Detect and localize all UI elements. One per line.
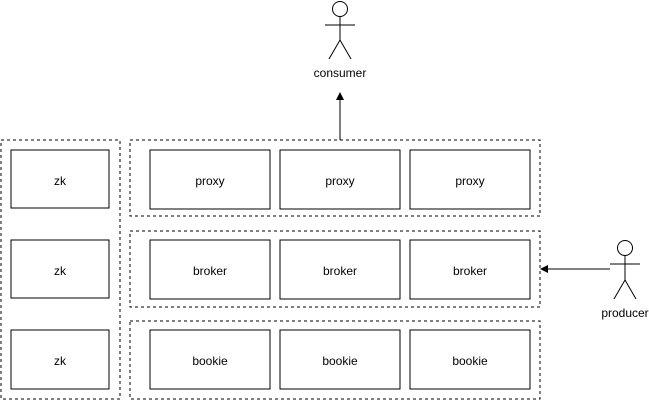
proxy-node: proxy <box>409 149 531 210</box>
zk-node: zk <box>10 239 110 299</box>
broker-node: broker <box>279 239 401 300</box>
proxy-node: proxy <box>279 149 401 210</box>
bookie-node: bookie <box>149 329 271 390</box>
zk-group <box>0 139 121 400</box>
bookie-label: bookie <box>452 354 488 368</box>
consumer-label: consumer <box>314 66 367 80</box>
producer-label: producer <box>601 306 648 320</box>
bookie-node: bookie <box>279 329 401 390</box>
bookie-label: bookie <box>322 354 358 368</box>
consumer-actor-icon <box>325 1 355 60</box>
broker-label: broker <box>453 264 487 278</box>
bookie-node: bookie <box>409 329 531 390</box>
broker-node: broker <box>409 239 531 300</box>
zk-label: zk <box>54 354 67 368</box>
proxy-label: proxy <box>195 174 224 188</box>
zk-node: zk <box>10 149 110 209</box>
bookie-group <box>129 320 541 400</box>
broker-label: broker <box>193 264 227 278</box>
bookie-label: bookie <box>192 354 228 368</box>
proxy-group <box>129 139 541 217</box>
producer-actor-icon <box>610 240 640 300</box>
zk-label: zk <box>54 174 67 188</box>
broker-label: broker <box>323 264 357 278</box>
proxy-label: proxy <box>325 174 354 188</box>
proxy-node: proxy <box>149 149 271 210</box>
proxy-label: proxy <box>455 174 484 188</box>
zk-node: zk <box>10 329 110 390</box>
zk-label: zk <box>54 264 67 278</box>
broker-group <box>129 230 541 308</box>
broker-node: broker <box>149 239 271 300</box>
